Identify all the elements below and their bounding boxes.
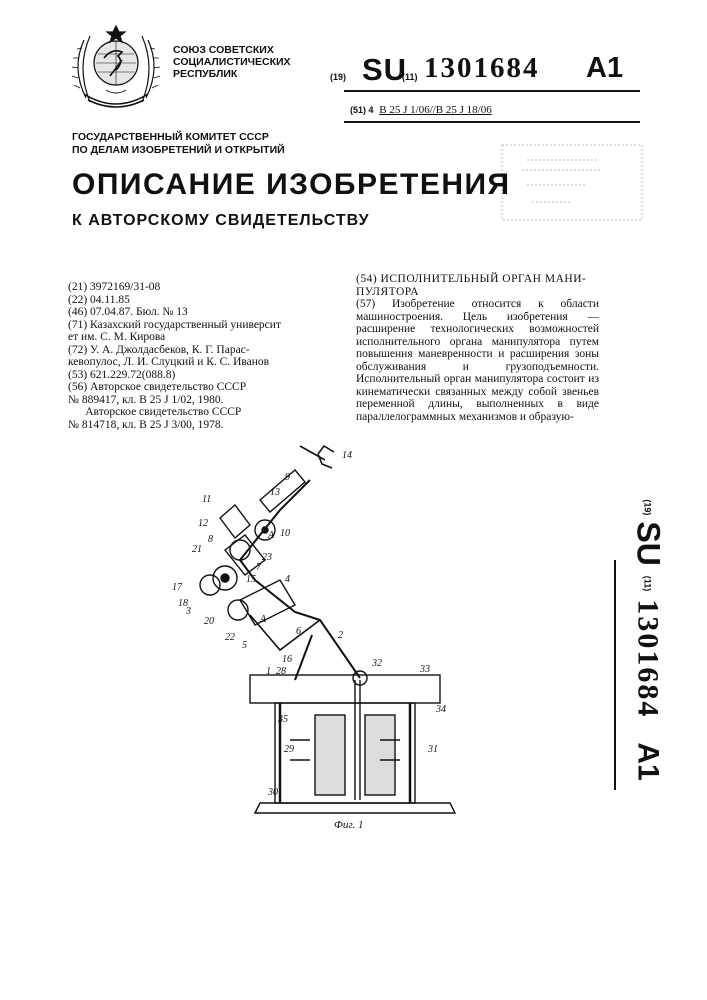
biblio-line: (46) 07.04.87. Бюл. № 13 [68, 306, 343, 319]
figure-label: 2 [338, 630, 343, 641]
biblio-line: (22) 04.11.85 [68, 294, 343, 307]
ipc-prefix: (51) 4 [350, 105, 374, 115]
figure-label: 21 [192, 544, 202, 555]
ussr-emblem-icon [66, 18, 166, 113]
figure-label: 14 [342, 450, 352, 461]
abstract-text: (57) Изобретение относится к области маш… [356, 298, 599, 423]
figure-label: A [259, 614, 267, 625]
library-stamp-icon [497, 140, 647, 225]
biblio-line: (72) У. А. Джолдасбеков, К. Г. Парас- [68, 344, 343, 357]
figure-label: 4 [285, 574, 290, 585]
side-country-code: SU [630, 521, 667, 565]
base-plate [255, 803, 455, 813]
abstract: (54) ИСПОЛНИТЕЛЬНЫЙ ОРГАН МАНИ- ПУЛЯТОРА… [356, 273, 599, 423]
figure-label: A [267, 530, 275, 541]
side-inid-11: (11) [643, 576, 653, 592]
issuing-country: СОЮЗ СОВЕТСКИХ СОЦИАЛИСТИЧЕСКИХ РЕСПУБЛИ… [173, 44, 291, 80]
side-kind-code: A1 [631, 742, 665, 780]
figure-label: 17 [172, 582, 183, 593]
figure-label: 9 [285, 472, 290, 483]
figure-label: 6 [296, 626, 301, 637]
figure-label: 11 [202, 494, 211, 505]
figure-label: 28 [276, 666, 286, 677]
figure-caption: Фиг. 1 [334, 819, 364, 831]
figure-label: 23 [262, 552, 272, 563]
figure-label: 8 [208, 534, 213, 545]
country-line: СОЦИАЛИСТИЧЕСКИХ [173, 56, 291, 68]
figure-label: 20 [204, 616, 214, 627]
patent-number: 1301684 [424, 52, 540, 85]
biblio-line: (53) 621.229.72(088.8) [68, 369, 343, 382]
ipc-classification: (51) 4 B 25 J 1/06//B 25 J 18/06 [350, 104, 492, 116]
invention-title-line: ПУЛЯТОРА [356, 286, 599, 299]
invention-title-line: (54) ИСПОЛНИТЕЛЬНЫЙ ОРГАН МАНИ- [356, 273, 599, 286]
inid-19: (19) [330, 72, 346, 82]
inid-11: (11) [402, 72, 418, 82]
figure-label: 34 [435, 704, 446, 715]
figure-label: 15 [246, 574, 256, 585]
top-plate [250, 675, 440, 703]
figure-label: 12 [198, 518, 208, 529]
biblio-line: (56) Авторское свидетельство СССР [68, 381, 343, 394]
document-title: ОПИСАНИЕ ИЗОБРЕТЕНИЯ [72, 168, 511, 202]
figure-label: 16 [282, 654, 292, 665]
biblio-line: ет им. С. М. Кирова [68, 331, 343, 344]
biblio-line: № 814718, кл. В 25 J 3/00, 1978. [68, 419, 343, 432]
biblio-line: (21) 3972169/31-08 [68, 281, 343, 294]
kind-code: A1 [586, 52, 623, 85]
figure-label: 33 [419, 664, 430, 675]
committee: ГОСУДАРСТВЕННЫЙ КОМИТЕТ СССР ПО ДЕЛАМ ИЗ… [72, 131, 285, 157]
side-inid-19: (19) [643, 499, 653, 515]
bibliographic-data: (21) 3972169/31-08 (22) 04.11.85 (46) 07… [68, 281, 343, 431]
figure-label: 31 [427, 744, 438, 755]
biblio-line: кевопулос, Л. И. Слуцкий и К. С. Иванов [68, 356, 343, 369]
figure-label: 29 [284, 744, 294, 755]
figure-label: 1 [266, 666, 271, 677]
committee-line: ГОСУДАРСТВЕННЫЙ КОМИТЕТ СССР [72, 131, 285, 144]
country-line: РЕСПУБЛИК [173, 68, 291, 80]
figure-label: 10 [280, 528, 290, 539]
country-line: СОЮЗ СОВЕТСКИХ [173, 44, 291, 56]
biblio-line: № 889417, кл. В 25 J 1/02, 1980. [68, 394, 343, 407]
biblio-line: (71) Казахский государственный университ [68, 319, 343, 332]
biblio-line: Авторское свидетельство СССР [68, 406, 343, 419]
country-code: SU [362, 52, 407, 88]
ipc-rule [344, 121, 640, 123]
patent-number-block: (19) SU (11) 1301684 A1 [330, 52, 630, 92]
ipc-code: B 25 J 1/06//B 25 J 18/06 [379, 104, 491, 116]
figure-label: 22 [225, 632, 235, 643]
document-subtitle: К АВТОРСКОМУ СВИДЕТЕЛЬСТВУ [72, 212, 370, 230]
side-patent-label: (19) SU (11) 1301684 A1 [618, 490, 678, 790]
figure-label: 13 [270, 487, 280, 498]
figure-label: 3 [185, 606, 191, 617]
figure-label: 30 [267, 787, 278, 798]
committee-line: ПО ДЕЛАМ ИЗОБРЕТЕНИЙ И ОТКРЫТИЙ [72, 144, 285, 157]
figure-label: 35 [277, 714, 288, 725]
side-patent-number: 1301684 [631, 599, 665, 718]
manipulator-drawing: 14 9 13 11 10 A 12 23 8 21 7 17 15 4 18 … [170, 440, 470, 840]
figure-label: 32 [371, 658, 382, 669]
side-rule [614, 560, 616, 790]
figure-label: 5 [242, 640, 247, 651]
header-rule [344, 90, 640, 92]
